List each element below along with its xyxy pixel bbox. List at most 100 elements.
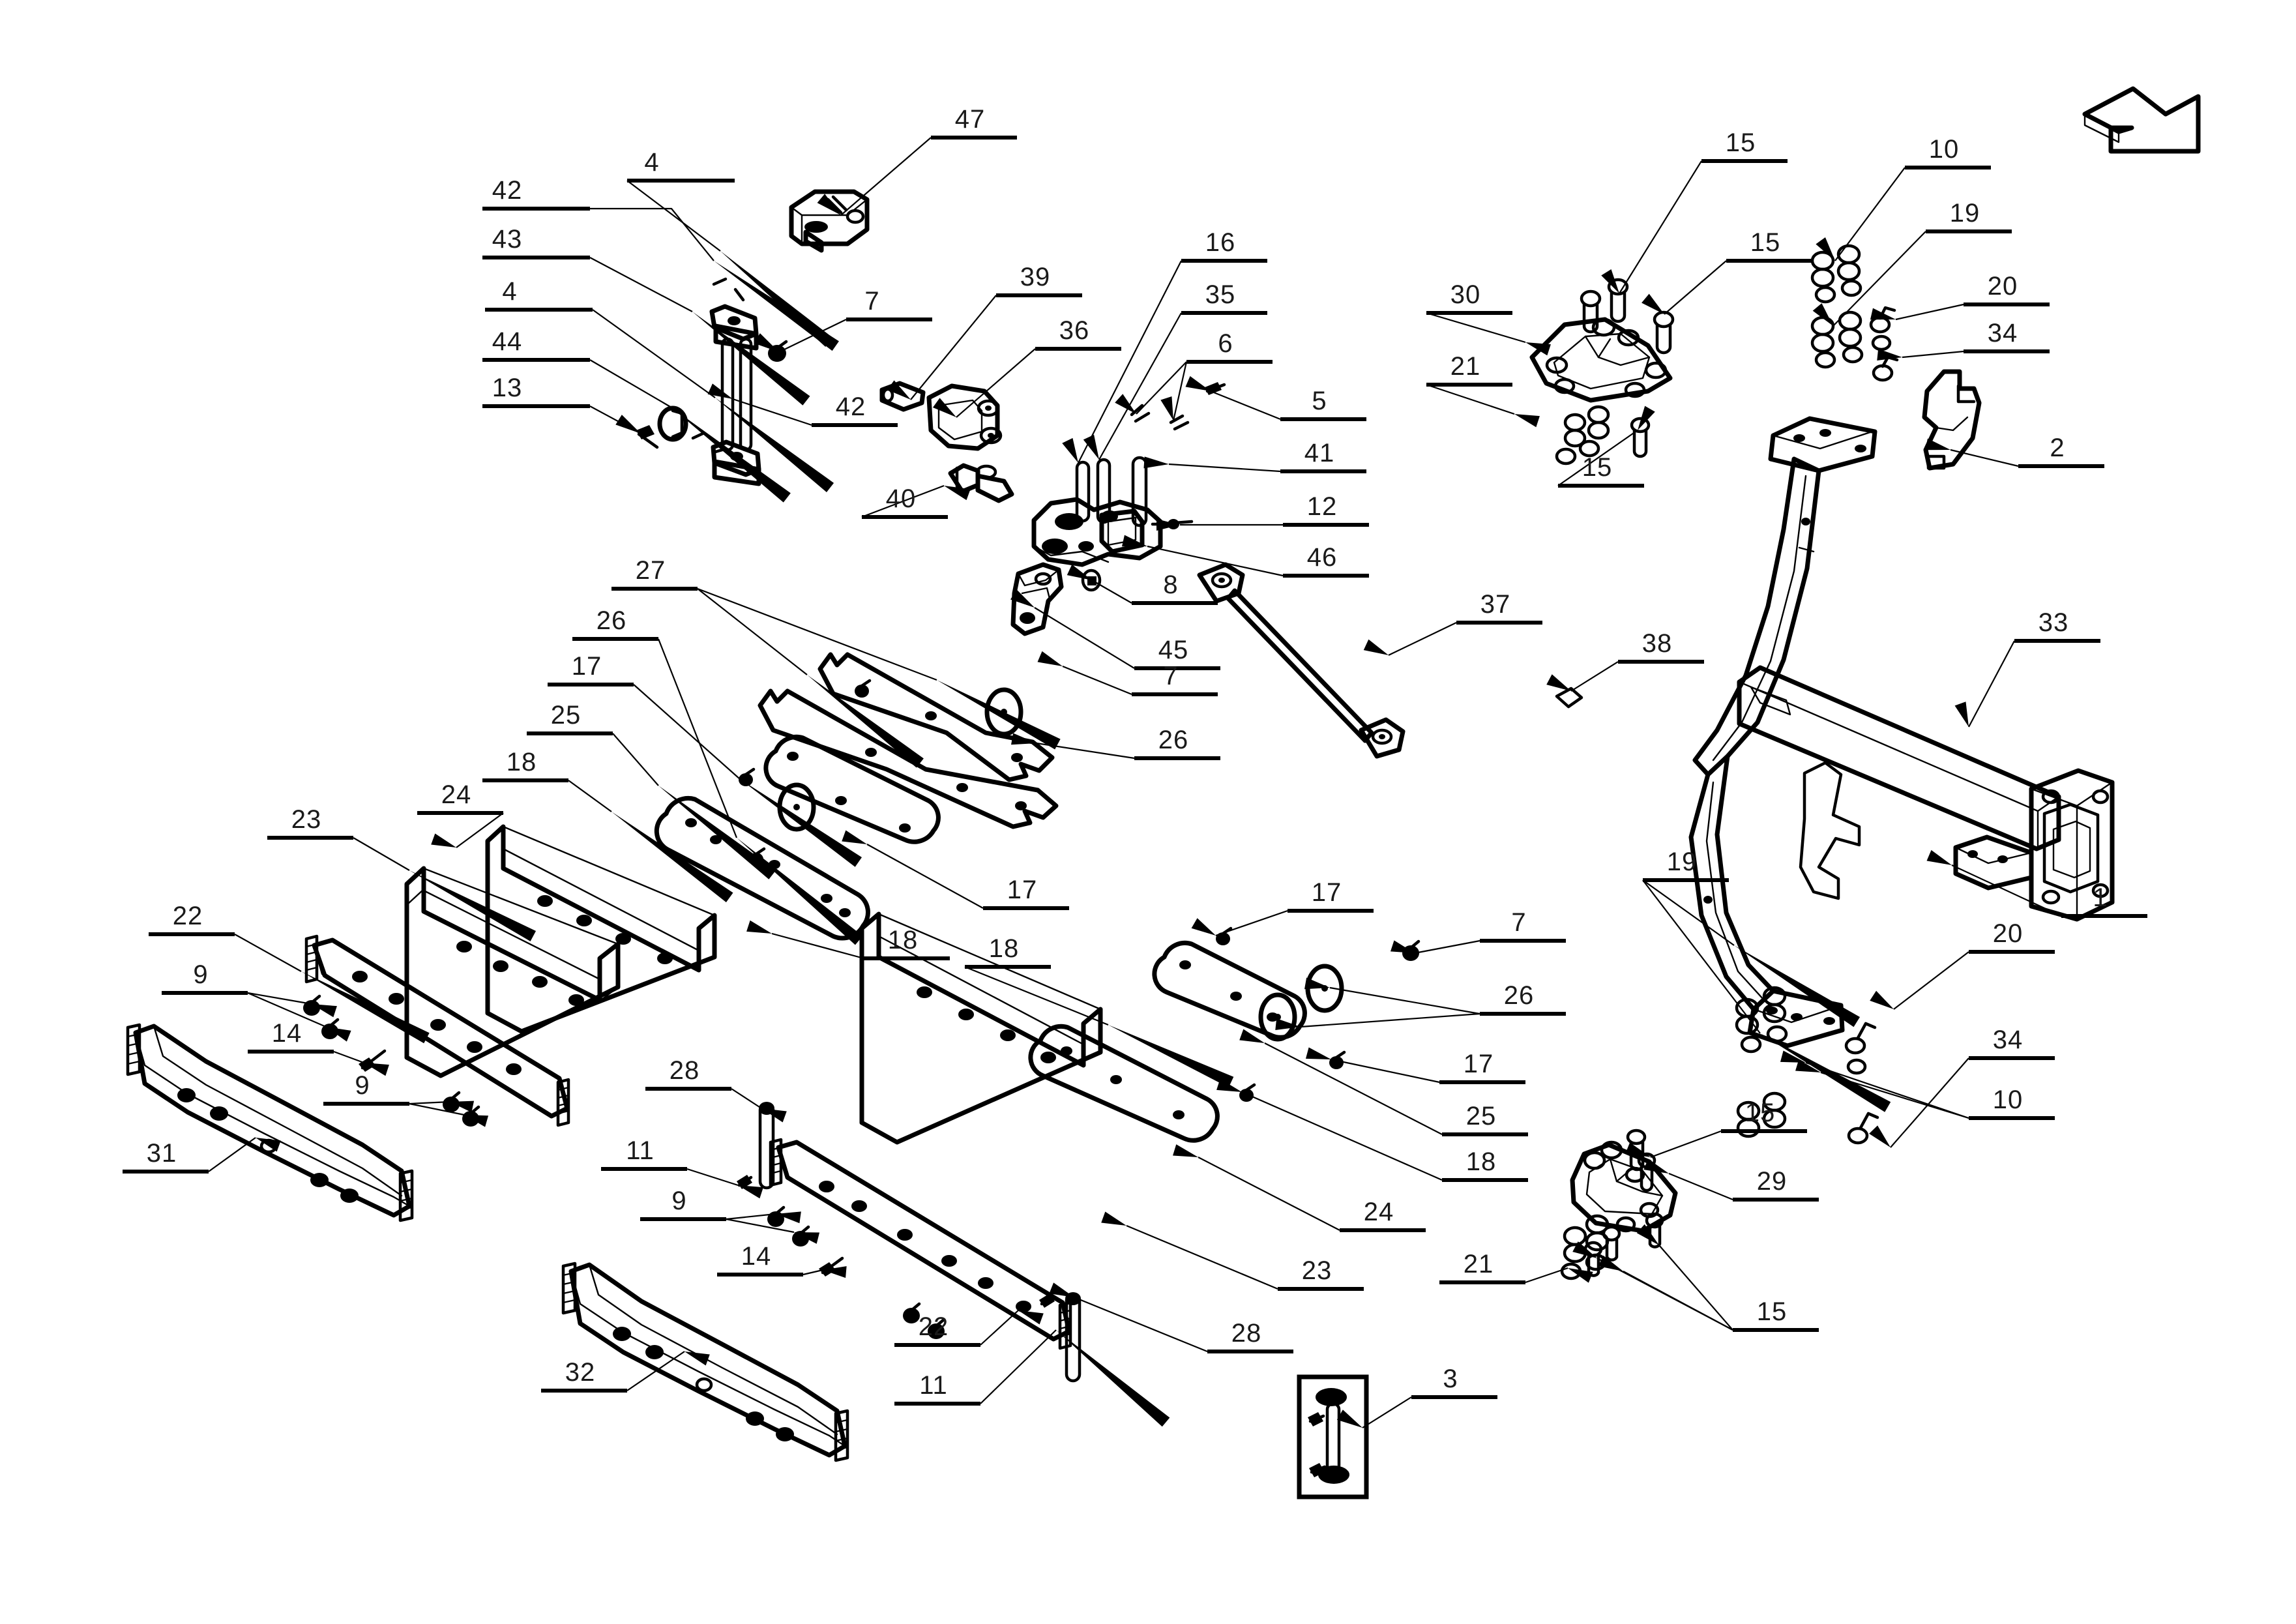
callout-c3: 3 [1336,1365,1497,1428]
leader-line [1570,661,1619,692]
callout-number[interactable]: 23 [1302,1256,1332,1285]
callout-number[interactable]: 12 [1307,492,1338,521]
callout-number[interactable]: 19 [1667,848,1698,876]
callout-number[interactable]: 24 [441,780,472,809]
callout-number[interactable]: 17 [1007,876,1038,904]
callout-number[interactable]: 41 [1304,439,1335,467]
callout-c8: 8 [1067,564,1218,605]
callout-number[interactable]: 46 [1307,543,1338,572]
leader-arrowhead [1954,701,1969,727]
leader-arrowhead [1514,414,1540,428]
cast-bracket-lower-group [1560,1129,1678,1280]
callout-number[interactable]: 11 [626,1136,655,1165]
callout-number[interactable]: 4 [644,148,659,177]
callout-number[interactable]: 34 [1993,1026,2024,1054]
callout-number[interactable]: 11 [919,1371,948,1400]
detail-callout-box [1297,1374,1369,1499]
callout-number[interactable]: 14 [741,1242,772,1271]
callout-number[interactable]: 19 [1950,199,1980,228]
side-rail-upper-short [485,824,717,1034]
callout-number[interactable]: 26 [1158,726,1189,754]
leader-arrowhead [1216,1078,1242,1092]
callout-number[interactable]: 20 [1988,272,2018,301]
callout-number[interactable]: 25 [1466,1102,1497,1130]
callout-number[interactable]: 7 [1511,908,1526,937]
side-rail-bottom-mid [769,1138,1072,1350]
callout-number[interactable]: 37 [1480,590,1511,619]
callout-number[interactable]: 10 [1929,135,1960,164]
leader-arrowhead [1870,990,1894,1009]
callout-number[interactable]: 33 [2038,608,2069,637]
callout-number[interactable]: 29 [1757,1167,1788,1196]
callout-number[interactable]: 31 [147,1139,177,1168]
leader-line [1388,622,1457,656]
callout-number[interactable]: 24 [1364,1198,1394,1226]
callout-number[interactable]: 27 [636,556,666,585]
callout-number[interactable]: 18 [989,934,1020,963]
callout-number[interactable]: 15 [1757,1297,1788,1326]
callout-number[interactable]: 14 [272,1019,302,1048]
leader-arrowhead [1115,394,1136,414]
callout-number[interactable]: 8 [1163,570,1178,599]
callout-number[interactable]: 26 [1504,981,1535,1010]
callout-number[interactable]: 34 [1988,319,2018,347]
callout-number[interactable]: 1 [2093,883,2108,912]
callout-number[interactable]: 22 [173,902,203,930]
leader-line [633,684,741,780]
callout-number[interactable]: 21 [1464,1250,1494,1278]
callout-number[interactable]: 43 [492,225,523,254]
callout-number[interactable]: 9 [355,1071,370,1100]
callout-number[interactable]: 4 [502,277,517,306]
leader-line [771,932,864,960]
callout-number[interactable]: 9 [671,1187,686,1215]
callout-number[interactable]: 10 [1993,1085,2024,1114]
callout-number[interactable]: 42 [492,176,523,205]
callout-number[interactable]: 32 [565,1358,596,1387]
callout-number[interactable]: 18 [507,748,537,776]
callout-number[interactable]: 22 [919,1312,949,1341]
callout-number[interactable]: 5 [1312,387,1327,415]
callout-number[interactable]: 2 [2050,434,2065,462]
callout-number[interactable]: 47 [955,105,986,134]
callout-number[interactable]: 25 [551,701,581,730]
callout-number[interactable]: 15 [1750,228,1781,257]
callout-number[interactable]: 26 [596,606,627,635]
callout-number[interactable]: 15 [1745,1099,1776,1127]
callout-number[interactable]: 45 [1158,636,1189,664]
callout-number[interactable]: 17 [1312,878,1342,907]
callout-number[interactable]: 18 [888,926,919,954]
callout-number[interactable]: 44 [492,327,523,356]
callout-number[interactable]: 13 [492,374,523,402]
callout-number[interactable]: 17 [572,652,602,681]
callout-c11a: 11 [601,1136,763,1199]
callout-number[interactable]: 36 [1059,316,1090,345]
leader-line [234,934,302,972]
callout-c22b: 22 [894,1310,1044,1347]
callout-number[interactable]: 39 [1020,263,1051,291]
callout-c15c: 15 [1557,406,1655,488]
callout-number[interactable]: 42 [836,392,866,421]
callout-number[interactable]: 40 [886,484,917,513]
callout-number[interactable]: 16 [1205,228,1236,257]
callout-number[interactable]: 21 [1450,352,1481,381]
callout-number[interactable]: 20 [1993,919,2024,948]
callout-number[interactable]: 18 [1466,1147,1497,1176]
callout-number[interactable]: 30 [1450,280,1481,309]
callout-number[interactable]: 6 [1218,329,1233,358]
callout-number[interactable]: 9 [193,960,208,989]
callout-number[interactable]: 28 [1231,1319,1262,1348]
callout-c20b: 20 [1870,919,2055,1010]
callout-number[interactable]: 7 [864,287,879,316]
callout-number[interactable]: 17 [1464,1050,1494,1078]
callout-number[interactable]: 15 [1726,128,1756,157]
callout-number[interactable]: 28 [670,1056,700,1085]
callout-number[interactable]: 3 [1443,1365,1458,1393]
leader-line [697,587,937,681]
callout-number[interactable]: 7 [1163,662,1178,690]
callout-number[interactable]: 38 [1642,629,1673,658]
callout-c15e2 [1598,1255,1733,1331]
callout-number[interactable]: 23 [291,805,322,834]
callout-number[interactable]: 35 [1205,280,1236,309]
callout-number[interactable]: 15 [1582,453,1613,482]
